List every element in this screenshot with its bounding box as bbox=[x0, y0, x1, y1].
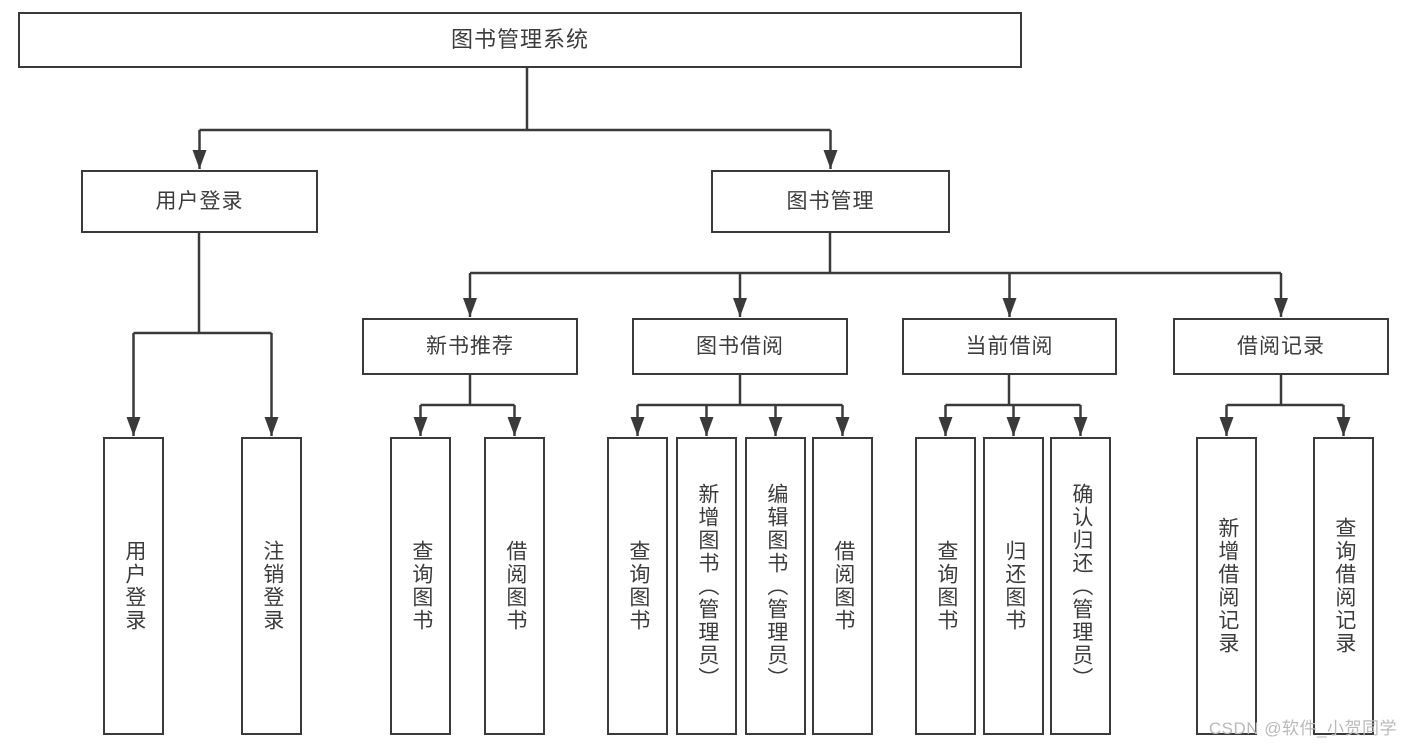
node-user-login: 用户登录 bbox=[81, 170, 318, 233]
connector-arrowhead bbox=[823, 150, 838, 169]
node-root-label: 图书管理系统 bbox=[450, 26, 589, 52]
connector-arrowhead bbox=[768, 417, 783, 436]
node-leaf-user-logout: 注销登录 bbox=[241, 437, 302, 735]
node-leaf-add-record: 新增借阅记录 bbox=[1196, 437, 1257, 735]
connector-arrowhead bbox=[507, 417, 522, 436]
node-current-borrow: 当前借阅 bbox=[902, 318, 1117, 375]
node-leaf-query-book-3: 查询图书 bbox=[915, 437, 976, 735]
connector-arrowhead bbox=[1219, 417, 1234, 436]
node-book-management-label: 图书管理 bbox=[786, 189, 875, 213]
node-leaf-query-record: 查询借阅记录 bbox=[1313, 437, 1374, 735]
node-book-management: 图书管理 bbox=[711, 170, 950, 233]
node-book-borrow: 图书借阅 bbox=[632, 318, 848, 375]
node-leaf-borrow-book-1-label: 借阅图书 bbox=[503, 540, 527, 632]
node-leaf-query-book-2-label: 查询图书 bbox=[626, 540, 650, 632]
connector-arrowhead bbox=[1006, 417, 1021, 436]
connector-arrowhead bbox=[192, 150, 207, 169]
node-leaf-query-book-2: 查询图书 bbox=[607, 437, 668, 735]
node-leaf-user-logout-label: 注销登录 bbox=[260, 540, 284, 632]
connector-arrowhead bbox=[463, 298, 477, 317]
connector-arrowhead bbox=[835, 417, 850, 436]
node-leaf-edit-book-label: 编辑图书（管理员） bbox=[764, 482, 788, 690]
connector-arrowhead bbox=[126, 417, 141, 436]
node-leaf-confirm-return: 确认归还（管理员） bbox=[1050, 437, 1111, 735]
connector-arrowhead bbox=[1336, 417, 1351, 436]
node-leaf-add-book: 新增图书（管理员） bbox=[676, 437, 737, 735]
connector-arrowhead bbox=[264, 417, 279, 436]
node-leaf-borrow-book-2-label: 借阅图书 bbox=[831, 540, 855, 632]
connector-arrowhead bbox=[413, 417, 428, 436]
node-leaf-query-book-1-label: 查询图书 bbox=[409, 540, 433, 632]
node-new-book-recommend-label: 新书推荐 bbox=[426, 334, 514, 358]
node-leaf-return-book-label: 归还图书 bbox=[1002, 540, 1026, 632]
node-book-borrow-label: 图书借阅 bbox=[696, 334, 784, 358]
connector-arrowhead bbox=[1274, 298, 1288, 317]
node-leaf-query-book-1: 查询图书 bbox=[390, 437, 451, 735]
node-leaf-edit-book: 编辑图书（管理员） bbox=[745, 437, 806, 735]
node-leaf-add-record-label: 新增借阅记录 bbox=[1215, 517, 1239, 655]
node-leaf-confirm-return-label: 确认归还（管理员） bbox=[1069, 482, 1093, 690]
node-leaf-return-book: 归还图书 bbox=[983, 437, 1044, 735]
connector-arrowhead bbox=[699, 417, 714, 436]
node-root: 图书管理系统 bbox=[18, 12, 1022, 68]
connector-arrowhead bbox=[938, 417, 953, 436]
connector-arrowhead bbox=[630, 417, 645, 436]
connector-arrowhead bbox=[1002, 298, 1017, 317]
connector-arrowhead bbox=[733, 298, 747, 317]
node-leaf-user-login: 用户登录 bbox=[103, 437, 164, 735]
connector-arrowhead bbox=[1073, 417, 1088, 436]
node-new-book-recommend: 新书推荐 bbox=[362, 318, 578, 375]
node-user-login-label: 用户登录 bbox=[155, 189, 244, 213]
node-leaf-query-record-label: 查询借阅记录 bbox=[1332, 517, 1356, 655]
node-leaf-borrow-book-1: 借阅图书 bbox=[484, 437, 545, 735]
node-leaf-add-book-label: 新增图书（管理员） bbox=[695, 482, 719, 690]
node-leaf-user-login-label: 用户登录 bbox=[122, 540, 146, 632]
node-current-borrow-label: 当前借阅 bbox=[965, 334, 1054, 358]
node-borrow-record-label: 借阅记录 bbox=[1237, 334, 1325, 358]
csdn-watermark: CSDN @软件_小贺同学 bbox=[1208, 719, 1397, 738]
node-borrow-record: 借阅记录 bbox=[1173, 318, 1389, 375]
node-leaf-borrow-book-2: 借阅图书 bbox=[812, 437, 873, 735]
node-leaf-query-book-3-label: 查询图书 bbox=[934, 540, 958, 632]
